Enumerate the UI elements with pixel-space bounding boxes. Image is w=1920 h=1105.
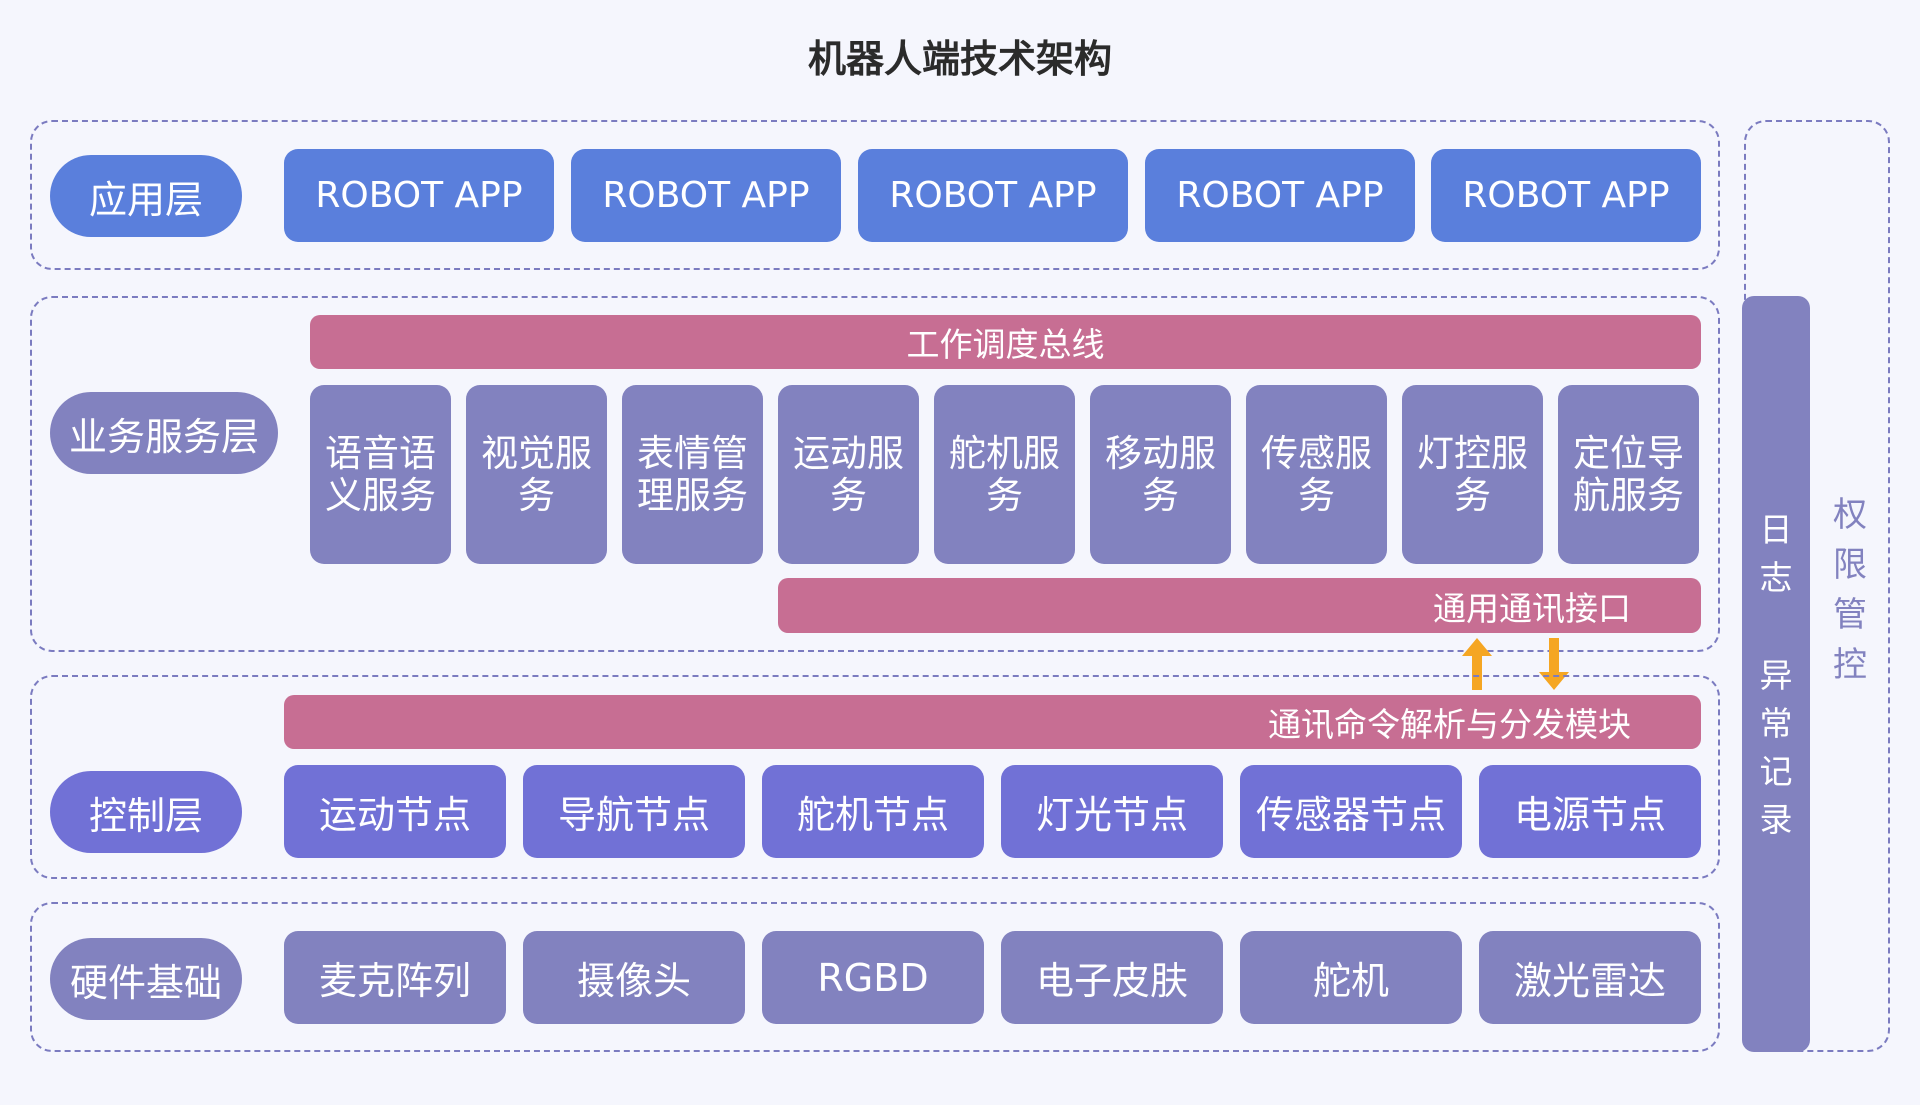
app-layer-frame: [30, 120, 1720, 270]
hardware-layer-label: 硬件基础: [50, 938, 242, 1020]
diagram-title: 机器人端技术架构: [807, 37, 1112, 81]
service-layer-label: 业务服务层: [50, 392, 278, 474]
hardware-box: 激光雷达: [1479, 931, 1701, 1024]
log-label: 日志: [1759, 510, 1793, 597]
arrow-up-icon: [1462, 638, 1492, 690]
app-layer-label: 应用层: [50, 155, 242, 237]
node-box: 导航节点: [523, 765, 745, 858]
permission-label: 权限管控: [1833, 495, 1867, 685]
hardware-box: 摄像头: [523, 931, 745, 1024]
hardware-box: 舵机: [1240, 931, 1462, 1024]
service-layer-frame: [30, 296, 1720, 652]
service-box: 表情管理服务: [622, 385, 763, 564]
app-box: ROBOT APP: [284, 149, 554, 242]
service-box: 传感服务: [1246, 385, 1387, 564]
control-layer-label: 控制层: [50, 771, 242, 853]
arrow-down-icon: [1539, 638, 1569, 690]
hardware-box: 电子皮肤: [1001, 931, 1223, 1024]
hardware-layer-frame: [30, 902, 1720, 1052]
service-box: 语音语义服务: [310, 385, 451, 564]
control-layer-frame: [30, 675, 1720, 879]
service-box: 运动服务: [778, 385, 919, 564]
node-box: 电源节点: [1479, 765, 1701, 858]
node-box: 运动节点: [284, 765, 506, 858]
service-box: 舵机服务: [934, 385, 1075, 564]
app-box: ROBOT APP: [1145, 149, 1415, 242]
node-box: 传感器节点: [1240, 765, 1462, 858]
app-box: ROBOT APP: [858, 149, 1128, 242]
app-box: ROBOT APP: [1431, 149, 1701, 242]
service-box: 灯控服务: [1402, 385, 1543, 564]
service-box: 视觉服务: [466, 385, 607, 564]
hardware-box: 麦克阵列: [284, 931, 506, 1024]
service-box: 移动服务: [1090, 385, 1231, 564]
node-box: 舵机节点: [762, 765, 984, 858]
work-scheduling-bus: 工作调度总线: [310, 315, 1701, 369]
common-communication-interface: 通用通讯接口: [778, 578, 1701, 633]
hardware-box: RGBD: [762, 931, 984, 1024]
exception-label: 异常记录: [1759, 656, 1793, 839]
log-exception-bar: [1742, 296, 1810, 1052]
app-box: ROBOT APP: [571, 149, 841, 242]
node-box: 灯光节点: [1001, 765, 1223, 858]
service-box: 定位导航服务: [1558, 385, 1699, 564]
command-parser-module: 通讯命令解析与分发模块: [284, 695, 1701, 749]
